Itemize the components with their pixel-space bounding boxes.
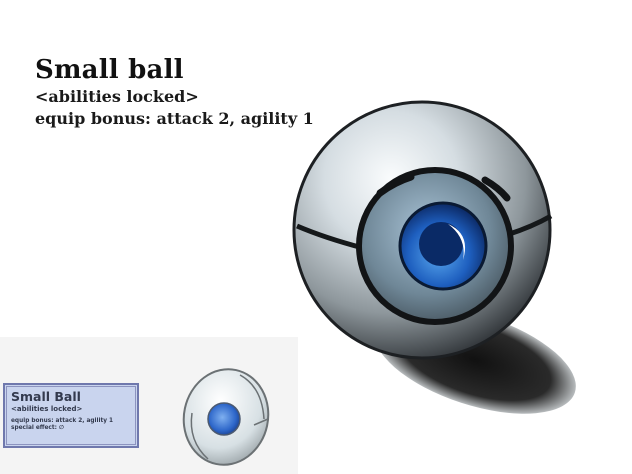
card-equip-bonus: equip bonus: attack 2, agility 1 <box>11 418 114 424</box>
item-abilities: <abilities locked> <box>35 87 199 106</box>
lens-highlight <box>448 224 466 260</box>
item-info: Small ball <abilities locked> equip bonu… <box>35 54 314 130</box>
card-item-name: Small Ball <box>11 389 81 404</box>
reference-panel: Small Ball <abilities locked> equip bonu… <box>0 337 298 474</box>
card-special-effect: special effect: ∅ <box>11 425 64 431</box>
card-abilities: <abilities locked> <box>11 405 83 413</box>
item-card: Small Ball <abilities locked> equip bonu… <box>3 383 139 448</box>
item-name: Small ball <box>35 55 184 85</box>
small-ball-illustration <box>292 100 576 414</box>
item-equip-bonus: equip bonus: attack 2, agility 1 <box>35 109 314 128</box>
small-ball-lens <box>207 402 241 436</box>
small-ball-sketch <box>182 368 270 466</box>
